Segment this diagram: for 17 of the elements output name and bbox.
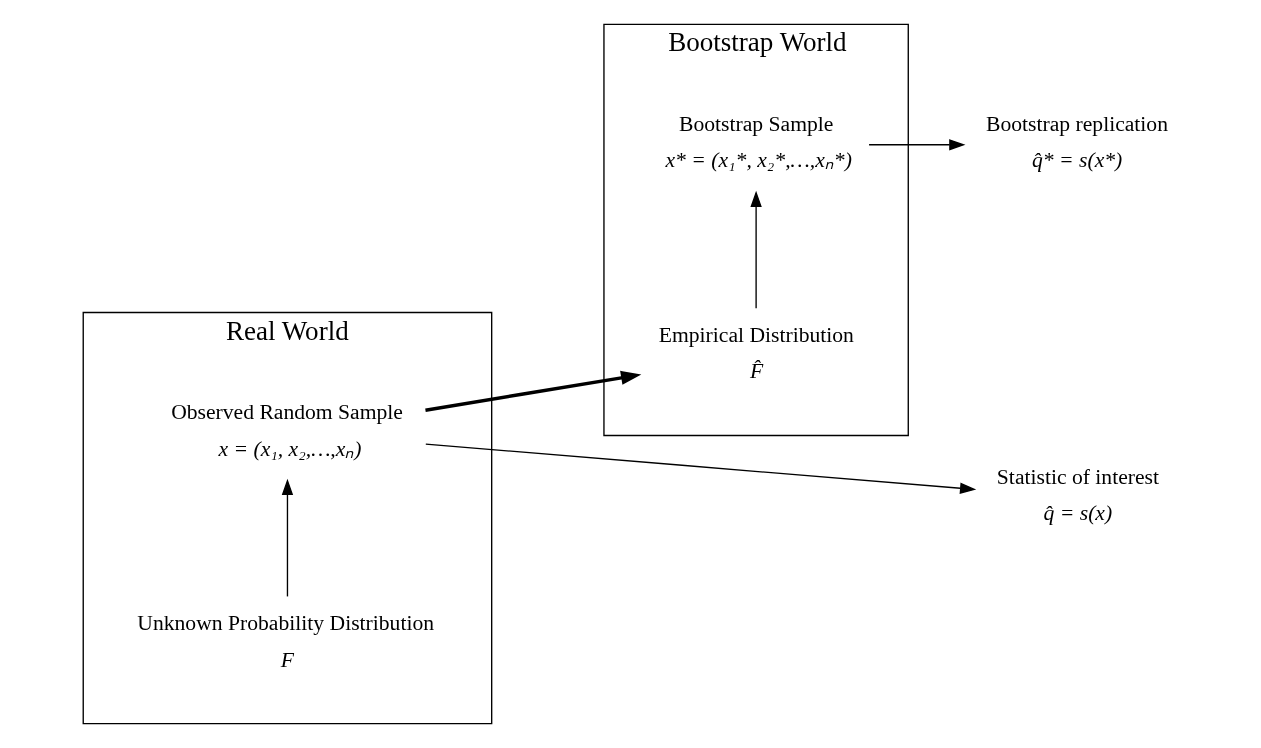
- arrow: [424, 370, 641, 412]
- node-label: Bootstrap Sample: [678, 111, 833, 136]
- node-text: q̂ = s(x): [1043, 501, 1112, 526]
- node-label: Bootstrap replication: [985, 111, 1168, 136]
- arrow: [749, 190, 762, 310]
- arrow: [867, 139, 965, 151]
- node-label: Observed Random Sample: [170, 400, 403, 425]
- arrow: [424, 443, 976, 494]
- node-text: q̂* = s(x*): [1031, 148, 1122, 173]
- node-text: F: [280, 647, 294, 672]
- node-text: x* = (x₁*, x₂*,…,xₙ*): [664, 148, 852, 173]
- node-text: x = (x₁, x₂,…,xₙ): [217, 436, 362, 461]
- node-text: F̂: [749, 359, 763, 384]
- arrow: [281, 478, 293, 598]
- node-label: Unknown Probability Distribution: [136, 611, 434, 636]
- node-label: Statistic of interest: [996, 464, 1159, 489]
- node-label: Empirical Distribution: [658, 322, 854, 347]
